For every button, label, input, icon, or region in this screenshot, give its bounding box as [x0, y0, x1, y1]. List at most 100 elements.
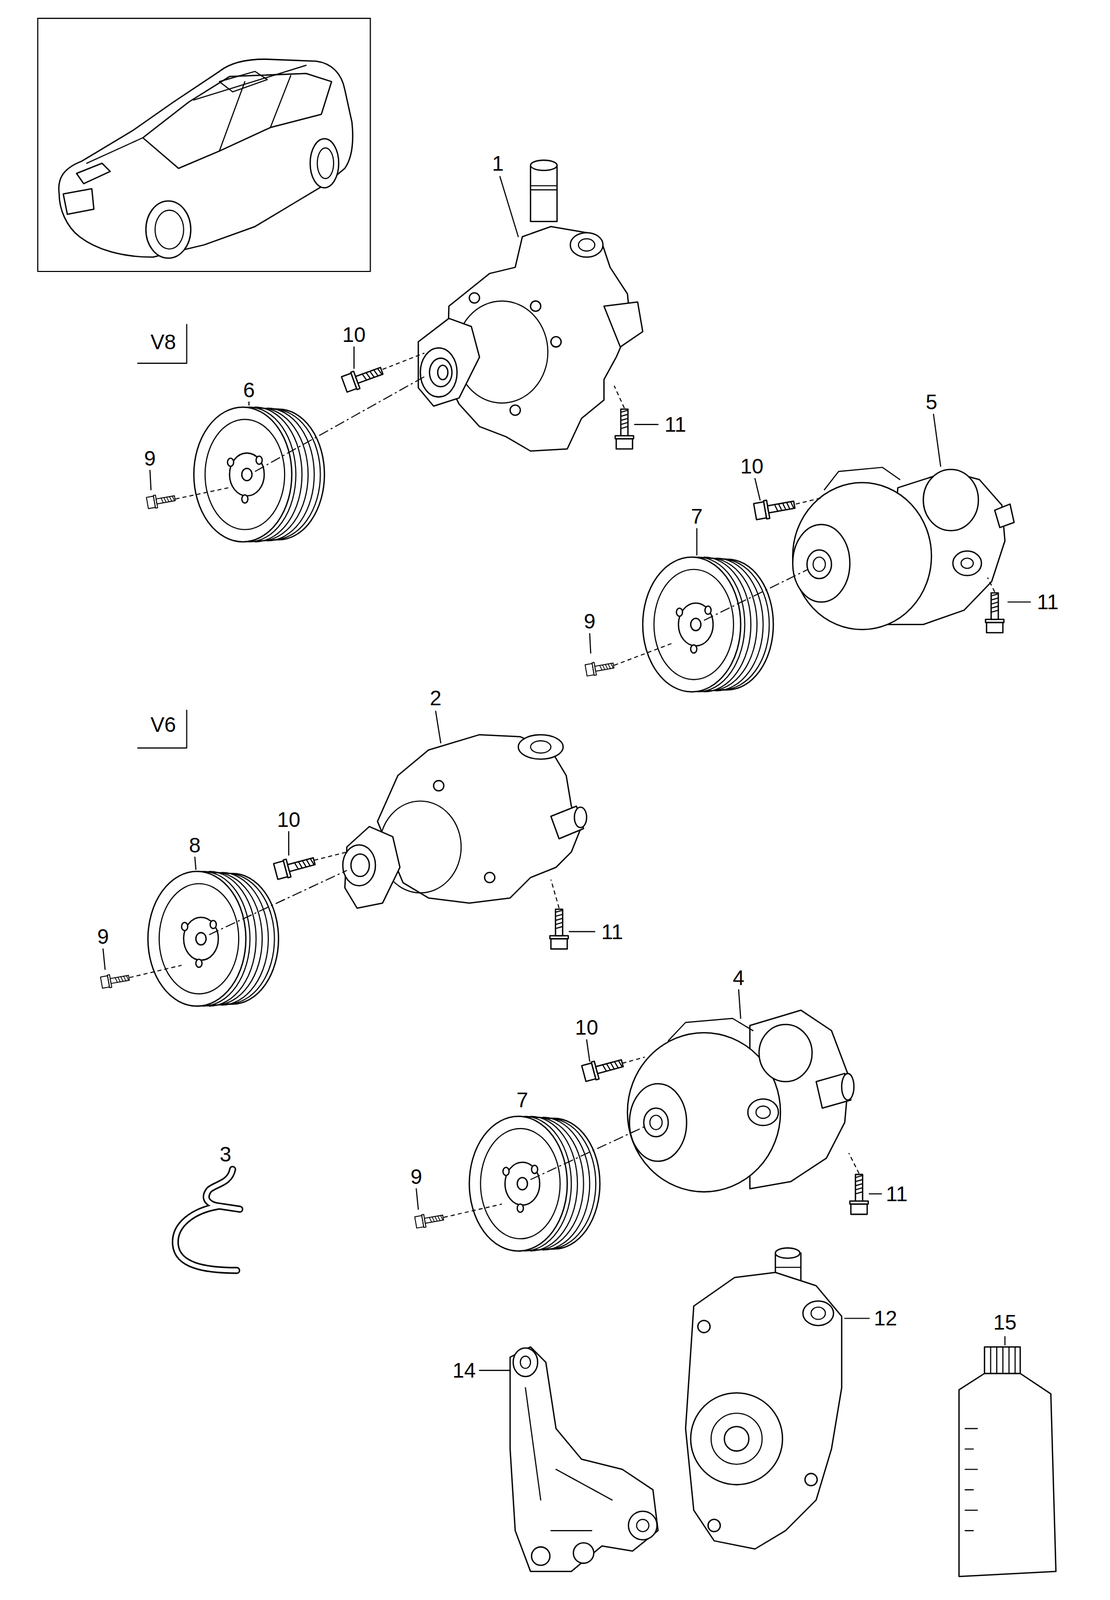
steering-pump-v6	[530, 740, 551, 753]
fasteners-v6-alt	[849, 1174, 869, 1215]
fasteners-v8-alt	[987, 577, 996, 592]
fluid-bottle	[959, 1373, 1057, 1577]
fasteners-v8	[146, 347, 658, 510]
steering-pump-v8	[604, 302, 643, 348]
steering-pump-v8	[530, 185, 558, 191]
callout-number: 9	[408, 1166, 424, 1188]
steering-pump-v8	[530, 301, 541, 312]
steering-pump-v8	[437, 365, 448, 380]
mounting-bracket	[628, 1511, 658, 1541]
mounting-bracket	[513, 1348, 538, 1377]
callout-number: 11	[884, 1183, 910, 1205]
pulley	[469, 1116, 600, 1251]
fasteners-v8-alt	[584, 659, 615, 678]
steering-pump-replacement	[724, 1426, 749, 1452]
mounting-bracket	[520, 1356, 531, 1369]
mounting-bracket	[636, 1519, 649, 1532]
fasteners-v6	[102, 831, 595, 970]
fasteners-v8-alt	[985, 593, 1005, 633]
fluid-bottle	[959, 1337, 1057, 1577]
fasteners-v6-alt	[581, 1054, 625, 1083]
pulley	[193, 407, 325, 542]
steering-pump-replacement	[844, 1317, 870, 1319]
fasteners-v8	[248, 402, 250, 406]
steering-pump-v6-alt	[629, 1083, 687, 1162]
steering-pump-v8-alt	[792, 414, 1014, 630]
steering-pump-v6	[377, 734, 582, 904]
steering-pump-v6	[435, 711, 441, 743]
fluid-bottle	[1004, 1337, 1006, 1346]
pulley	[147, 871, 279, 1007]
steering-pump-v6	[350, 854, 370, 877]
steering-pump-v6-alt	[759, 1024, 813, 1082]
steering-pump-v6	[574, 807, 587, 828]
fasteners-v8	[382, 352, 425, 370]
callout-number: 11	[599, 921, 625, 943]
vehicle-inset	[37, 18, 371, 272]
variant-bracket	[137, 324, 187, 749]
fasteners-v6	[100, 971, 131, 990]
fasteners-v8-alt	[589, 478, 1031, 654]
mounting-bracket	[531, 1547, 550, 1566]
pulley	[642, 557, 774, 692]
steering-pump-replacement	[810, 1307, 825, 1320]
fasteners-v6-alt	[530, 1126, 645, 1180]
callout-number: 10	[275, 809, 303, 831]
fasteners-v6-alt	[414, 1211, 445, 1230]
steering-pump-v8-alt	[923, 469, 979, 531]
fasteners-v6-alt	[416, 1040, 882, 1210]
steering-pump-v8	[499, 176, 518, 237]
steering-pump-v8	[469, 292, 480, 304]
variant-bracket	[137, 324, 187, 749]
vehicle-inset	[145, 201, 191, 258]
mounting-bracket	[510, 1347, 658, 1572]
steering-pump-v8-alt	[994, 504, 1014, 528]
fasteners-v8	[146, 491, 176, 510]
fasteners-v6	[549, 909, 569, 950]
fasteners-v8-alt	[584, 478, 1031, 678]
vehicle-inset	[58, 58, 353, 257]
steering-pump-v6-alt	[756, 1106, 771, 1119]
pulley	[469, 1116, 600, 1251]
steering-pump-replacement	[805, 1473, 818, 1486]
fasteners-v6	[273, 852, 317, 881]
fasteners-v8	[175, 487, 229, 500]
callout-number: 7	[689, 505, 704, 527]
pulley	[147, 871, 279, 1007]
steering-pump-replacement	[803, 1301, 834, 1326]
fluid-bottle	[990, 1347, 1015, 1374]
steering-pump-v8-alt	[961, 558, 974, 569]
steering-pump-v6	[343, 845, 376, 887]
steering-pump-v6-alt	[841, 1073, 854, 1101]
vehicle-inset	[155, 210, 184, 250]
steering-pump-v6-alt	[627, 1032, 781, 1192]
fluid-bottle	[965, 1429, 978, 1531]
callout-number: 11	[663, 414, 689, 435]
fasteners-v8	[146, 491, 176, 510]
steering-pump-v6-alt	[668, 1018, 753, 1042]
vehicle-inset	[143, 73, 332, 169]
steering-pump-v8	[570, 232, 604, 258]
fasteners-v8-alt	[584, 659, 615, 678]
fasteners-v8	[340, 362, 385, 394]
callout-number: 4	[731, 967, 747, 989]
vehicle-inset	[76, 163, 111, 184]
fasteners-v8	[149, 347, 658, 491]
callout-number: 10	[738, 455, 766, 477]
steering-pump-v8	[530, 165, 558, 222]
mounting-bracket	[573, 1543, 594, 1564]
hose-clip	[175, 1169, 240, 1271]
steering-pump-v6	[518, 734, 564, 760]
callout-number: 10	[573, 1017, 600, 1038]
vehicle-inset	[63, 189, 94, 215]
pulley	[193, 407, 325, 542]
fasteners-v6	[273, 852, 317, 881]
steering-pump-replacement	[775, 1248, 800, 1259]
fasteners-v6-alt	[581, 1054, 625, 1083]
steering-pump-v6-alt	[627, 989, 855, 1192]
callout-number: 9	[95, 926, 111, 948]
fasteners-v6	[100, 831, 595, 989]
steering-pump-v6-alt	[650, 1115, 663, 1130]
engine-variant-label: V6	[148, 714, 178, 736]
